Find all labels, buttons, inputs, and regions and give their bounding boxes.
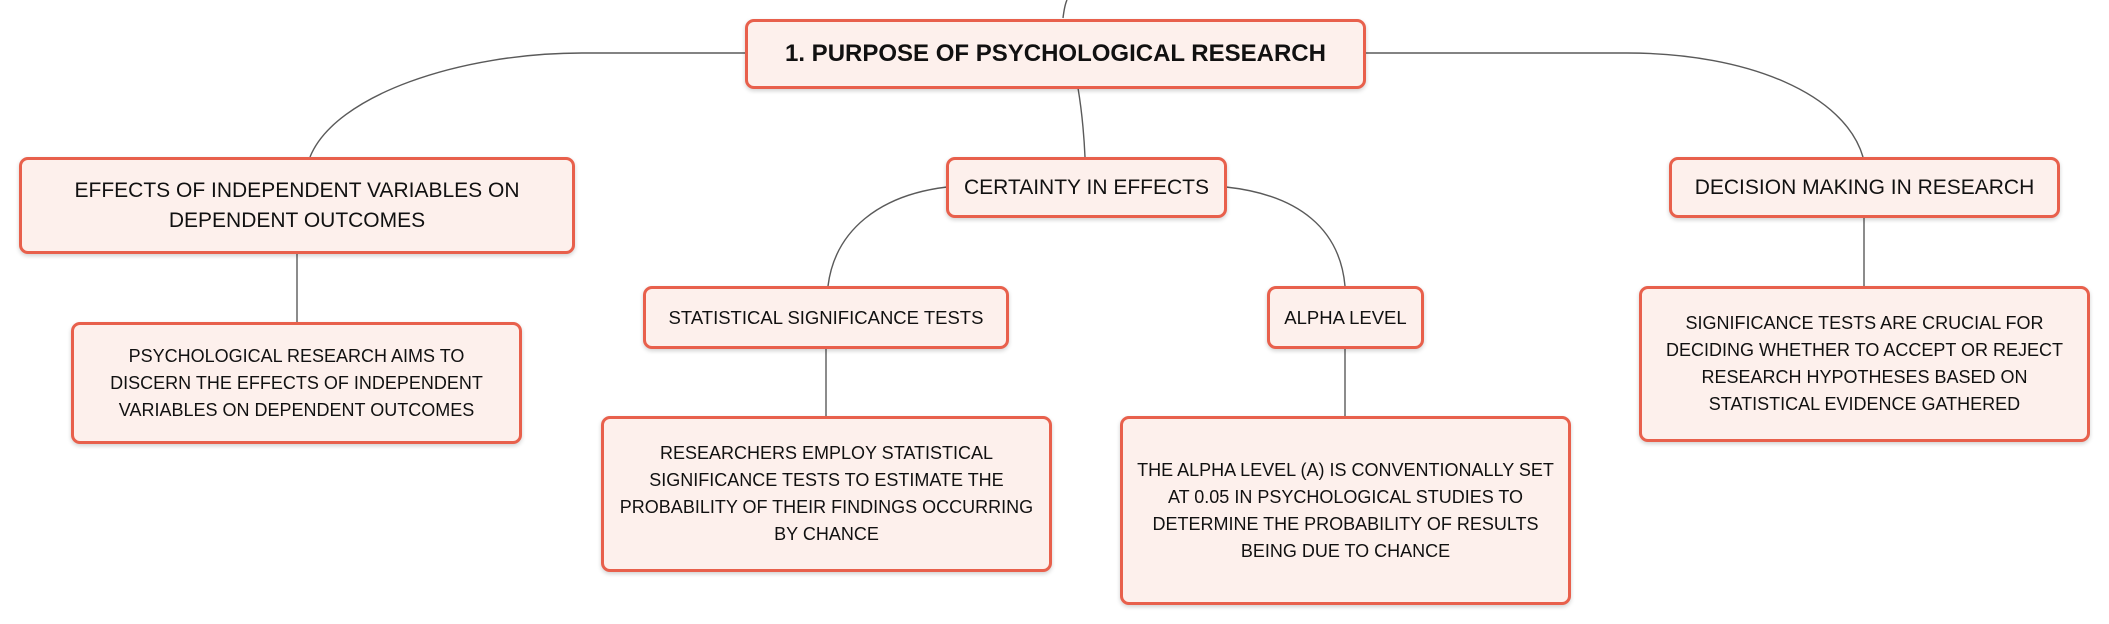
- significance-tests-label: STATISTICAL SIGNIFICANCE TESTS: [668, 306, 984, 328]
- alpha-level-detail-text: THE ALPHA LEVEL (Α) IS CONVENTIONALLY SE…: [1137, 459, 1554, 561]
- branch-decision-label: DECISION MAKING IN RESEARCH: [1694, 175, 2035, 199]
- decision-detail-text: SIGNIFICANCE TESTS ARE CRUCIAL FOR DECID…: [1665, 313, 2064, 414]
- connector-certainty-to-significance: [827, 186, 948, 287]
- effects-detail-node[interactable]: PSYCHOLOGICAL RESEARCH AIMS TO DISCERN T…: [71, 322, 522, 444]
- connector-root-to-effects: [309, 52, 745, 158]
- branch-certainty-node[interactable]: CERTAINTY IN EFFECTS: [946, 157, 1227, 218]
- root-topic-node[interactable]: 1. PURPOSE OF PSYCHOLOGICAL RESEARCH: [745, 19, 1366, 89]
- branch-certainty-label: CERTAINTY IN EFFECTS: [963, 175, 1210, 199]
- connector-certainty-to-alpha: [1225, 186, 1346, 287]
- significance-tests-detail-text: RESEARCHERS EMPLOY STATISTICAL SIGNIFICA…: [619, 443, 1034, 544]
- effects-detail-text: PSYCHOLOGICAL RESEARCH AIMS TO DISCERN T…: [110, 345, 483, 420]
- alpha-level-label: ALPHA LEVEL: [1284, 306, 1407, 328]
- significance-tests-node[interactable]: STATISTICAL SIGNIFICANCE TESTS: [643, 286, 1009, 349]
- connector-parent-to-root: [1062, 0, 1068, 19]
- decision-detail-node[interactable]: SIGNIFICANCE TESTS ARE CRUCIAL FOR DECID…: [1639, 286, 2090, 442]
- branch-effects-label: EFFECTS OF INDEPENDENT VARIABLES ON DEPE…: [74, 178, 520, 232]
- alpha-level-node[interactable]: ALPHA LEVEL: [1267, 286, 1424, 349]
- branch-decision-node[interactable]: DECISION MAKING IN RESEARCH: [1669, 157, 2060, 218]
- branch-effects-node[interactable]: EFFECTS OF INDEPENDENT VARIABLES ON DEPE…: [19, 157, 575, 254]
- connector-root-to-certainty: [1077, 87, 1086, 158]
- connector-root-to-decision: [1364, 52, 1864, 158]
- root-topic-label: 1. PURPOSE OF PSYCHOLOGICAL RESEARCH: [785, 40, 1326, 67]
- significance-tests-detail-node[interactable]: RESEARCHERS EMPLOY STATISTICAL SIGNIFICA…: [601, 416, 1052, 572]
- alpha-level-detail-node[interactable]: THE ALPHA LEVEL (Α) IS CONVENTIONALLY SE…: [1120, 416, 1571, 605]
